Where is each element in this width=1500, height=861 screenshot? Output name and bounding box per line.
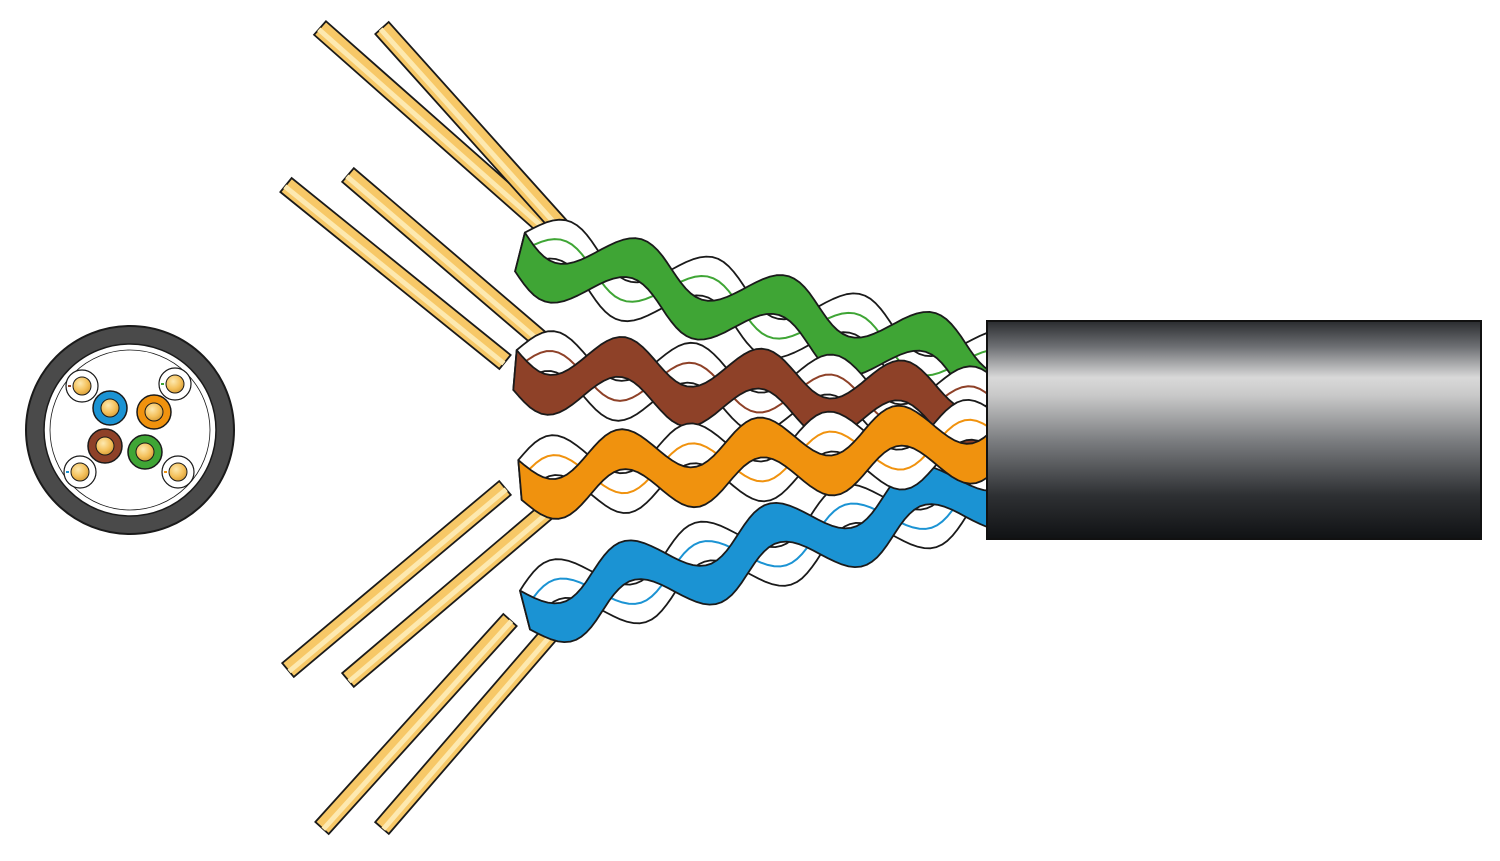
copper-highlight bbox=[321, 619, 514, 831]
section-conductor-green bbox=[135, 442, 155, 462]
section-conductor-orange bbox=[144, 402, 164, 422]
section-conductor-white-1 bbox=[165, 374, 185, 394]
copper-highlight bbox=[317, 27, 561, 244]
section-conductor-white-3 bbox=[168, 462, 188, 482]
copper-highlight bbox=[378, 27, 566, 235]
cross-section bbox=[25, 325, 235, 535]
section-conductor-brown bbox=[95, 436, 115, 456]
twisted-pairs bbox=[512, 218, 1002, 643]
section-conductor-white-0 bbox=[72, 376, 92, 396]
jacket-body bbox=[986, 320, 1482, 540]
copper-highlight bbox=[345, 174, 556, 356]
cable-jacket bbox=[986, 320, 1482, 540]
section-conductor-blue bbox=[100, 398, 120, 418]
bare-conductors bbox=[279, 19, 573, 836]
section-inner-fill bbox=[43, 343, 217, 517]
copper-highlight bbox=[347, 499, 563, 684]
copper-highlight bbox=[381, 621, 564, 831]
section-wrap-line bbox=[49, 349, 211, 511]
copper-highlight bbox=[283, 184, 506, 366]
copper-highlight bbox=[287, 487, 508, 674]
section-conductor-white-2 bbox=[70, 462, 90, 482]
pair-orange bbox=[517, 398, 994, 520]
